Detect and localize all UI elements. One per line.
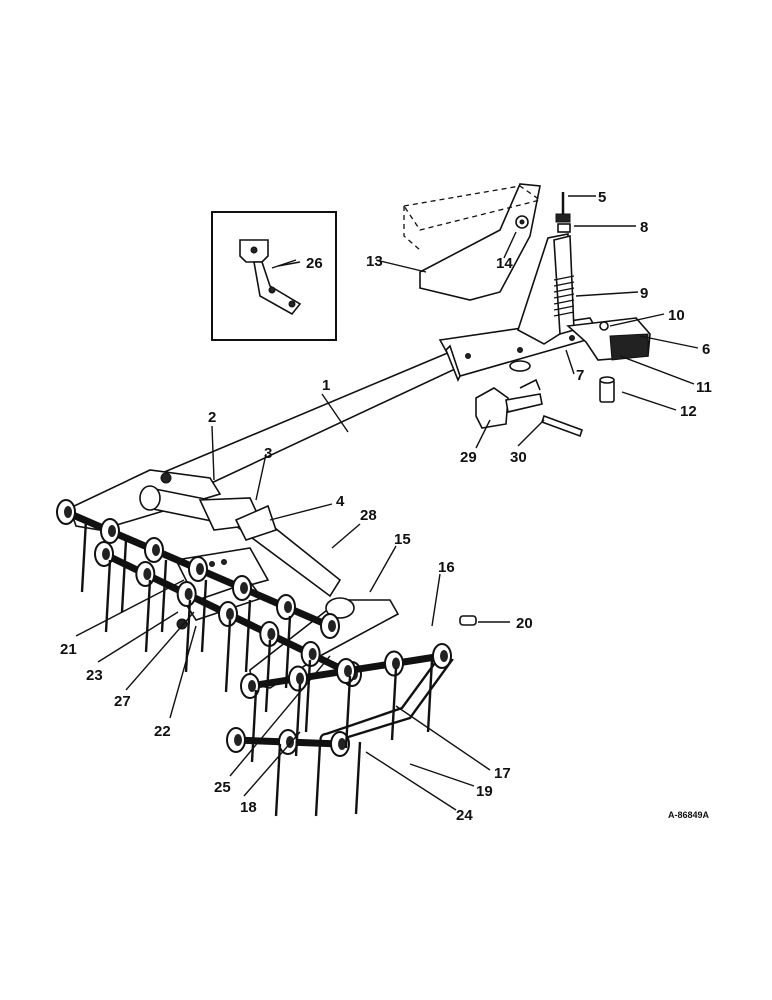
callout-11: 11: [696, 379, 712, 396]
callout-13: 13: [366, 253, 383, 270]
callout-2: 2: [208, 409, 216, 426]
parts-29-30: [475, 378, 584, 438]
callout-14: 14: [496, 255, 513, 272]
main-beam: [148, 317, 602, 501]
reference-number: A-86849A: [668, 810, 710, 820]
callout-24: 24: [456, 807, 473, 824]
inset-box: [211, 211, 337, 341]
callout-1: 1: [322, 377, 330, 394]
callout-29: 29: [460, 449, 477, 466]
hitch-assembly: [402, 183, 542, 301]
rollers: [56, 499, 452, 757]
callout-9: 9: [640, 285, 648, 302]
callout-15: 15: [394, 531, 411, 548]
callout-3: 3: [264, 445, 272, 462]
callout-21: 21: [60, 641, 77, 658]
callout-8: 8: [640, 219, 648, 236]
callout-16: 16: [438, 559, 455, 576]
callout-17: 17: [494, 765, 511, 782]
callout-26: 26: [306, 255, 323, 272]
leader-lines: [75, 195, 699, 811]
callout-6: 6: [702, 341, 710, 358]
callout-28: 28: [360, 507, 377, 524]
callout-25: 25: [214, 779, 231, 796]
callout-23: 23: [86, 667, 103, 684]
callout-22: 22: [154, 723, 171, 740]
callout-27: 27: [114, 693, 131, 710]
spring-column: [517, 192, 651, 361]
callout-7: 7: [576, 367, 584, 384]
tines: [80, 519, 434, 817]
callout-30: 30: [510, 449, 527, 466]
callout-18: 18: [240, 799, 257, 816]
callout-5: 5: [598, 189, 606, 206]
callout-10: 10: [668, 307, 685, 324]
part-12-bushing: [599, 376, 615, 403]
callout-20: 20: [516, 615, 533, 632]
callout-4: 4: [336, 493, 345, 510]
callout-12: 12: [680, 403, 697, 420]
part-20-pin: [459, 615, 477, 626]
callout-19: 19: [476, 783, 493, 800]
